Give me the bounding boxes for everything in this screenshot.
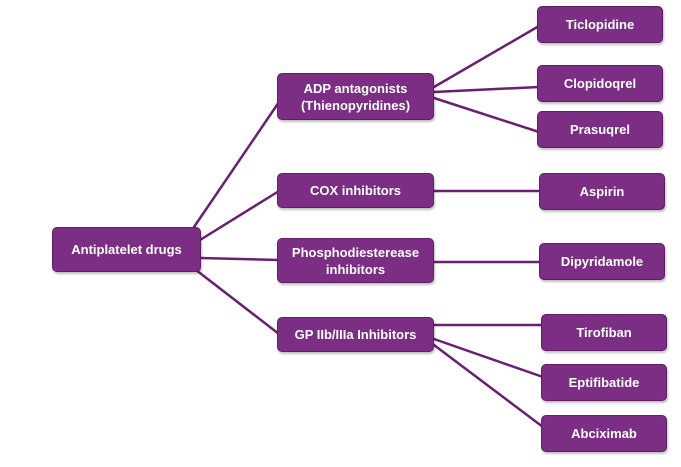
node-eptifibatide: Eptifibatide <box>541 364 667 401</box>
connector-root-cox <box>198 189 281 242</box>
node-prasuqrel: Prasuqrel <box>537 111 663 148</box>
connector-gp-eptifibatide <box>432 337 545 379</box>
node-label: Antiplatelet drugs <box>71 242 182 257</box>
node-tirofiban: Tirofiban <box>541 314 667 351</box>
connector-root-phos <box>199 256 281 262</box>
node-label: Dipyridamole <box>560 254 644 269</box>
node-label-line: inhibitors <box>325 261 386 277</box>
node-label: Prasuqrel <box>570 122 630 137</box>
node-label-line: (Thienopyridines) <box>300 97 411 113</box>
node-abciximab: Abciximab <box>541 415 667 452</box>
node-aspirin: Aspirin <box>539 173 665 210</box>
node-antiplatelet-drugs: Antiplatelet drugs <box>52 227 201 272</box>
node-phosphodiesterase-inhibitors: Phosphodiesterease inhibitors <box>277 238 434 283</box>
node-label: Clopidoqrel <box>563 76 637 91</box>
node-label: Tirofiban <box>576 325 632 340</box>
node-label-line: ADP antagonists <box>303 80 408 96</box>
connector-root-adp <box>192 100 281 229</box>
connector-gp-abciximab <box>432 343 545 429</box>
node-label: Aspirin <box>579 184 625 199</box>
connector-root-gp <box>194 268 281 336</box>
connector-adp-ticlopidine <box>432 24 541 89</box>
node-label: Abciximab <box>571 426 637 441</box>
node-label-line: Phosphodiesterease <box>291 244 420 260</box>
node-gp-iib-iiia-inhibitors: GP IIb/IIIa Inhibitors <box>277 317 434 352</box>
node-label: Eptifibatide <box>568 375 640 390</box>
node-adp-antagonists: ADP antagonists (Thienopyridines) <box>277 73 434 120</box>
node-dipyridamole: Dipyridamole <box>539 243 665 280</box>
connector-adp-clopidoqrel <box>432 85 541 94</box>
connector-adp-prasuqrel <box>432 96 541 134</box>
node-label: COX inhibitors <box>310 183 401 198</box>
node-label: GP IIb/IIIa Inhibitors <box>294 327 417 342</box>
node-ticlopidine: Ticlopidine <box>537 6 663 43</box>
node-clopidoqrel: Clopidoqrel <box>537 65 663 102</box>
node-cox-inhibitors: COX inhibitors <box>277 173 434 208</box>
node-label: Ticlopidine <box>565 17 635 32</box>
